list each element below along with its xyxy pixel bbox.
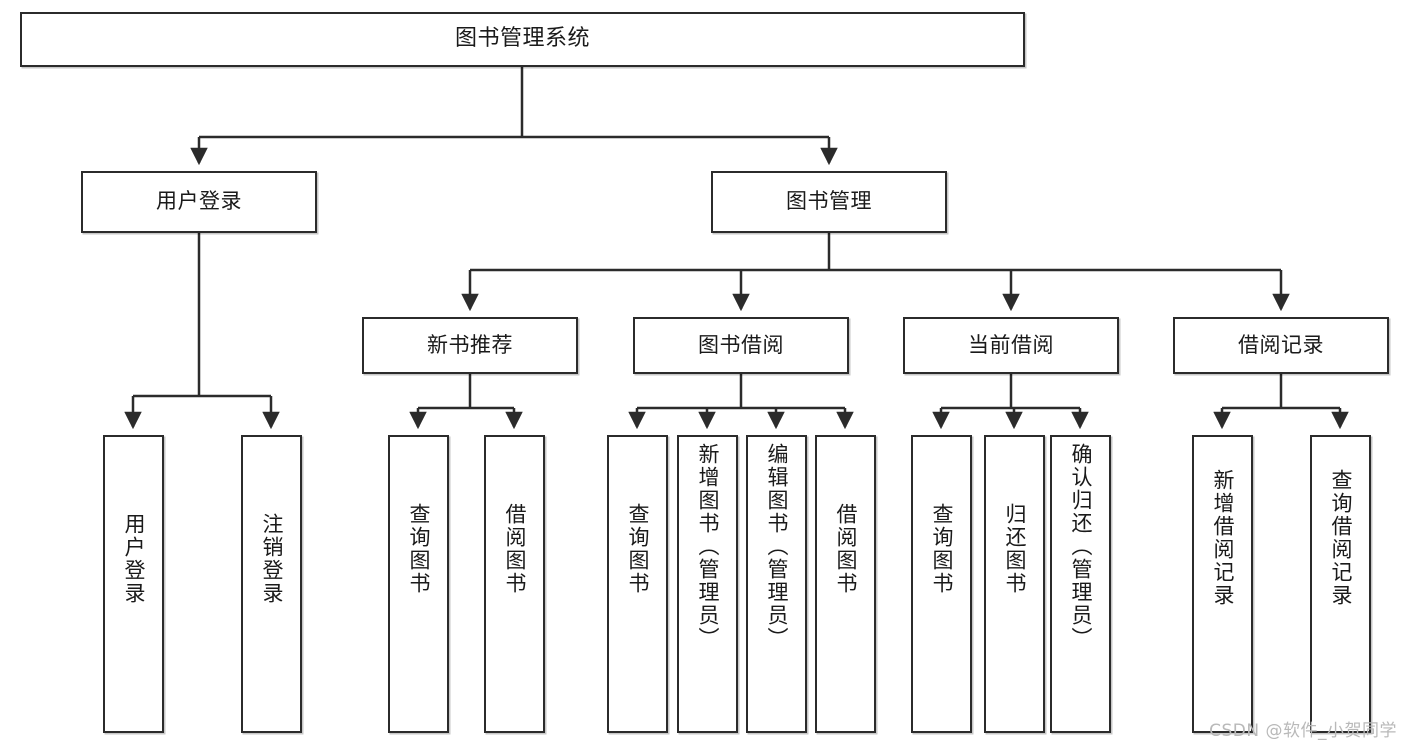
node-leaf-query-book-3[interactable]: 查询图书 [911, 435, 972, 733]
node-leaf-query-book-2-label: 查询图书 [626, 503, 650, 595]
node-leaf-add-record[interactable]: 新增借阅记录 [1192, 435, 1253, 733]
node-current-borrow[interactable]: 当前借阅 [903, 317, 1119, 374]
node-leaf-query-record[interactable]: 查询借阅记录 [1310, 435, 1371, 733]
node-leaf-add-book[interactable]: 新增图书（管理员） [677, 435, 738, 733]
node-leaf-confirm-return[interactable]: 确认归还（管理员） [1050, 435, 1111, 733]
node-leaf-borrow-book-2-label: 借阅图书 [834, 503, 858, 595]
node-leaf-query-book-3-label: 查询图书 [930, 503, 954, 595]
node-current-borrow-label: 当前借阅 [968, 332, 1054, 357]
node-leaf-return-book-label: 归还图书 [1003, 503, 1027, 595]
node-book-borrow-label: 图书借阅 [698, 332, 784, 357]
node-borrow-record-label: 借阅记录 [1238, 332, 1324, 357]
node-leaf-borrow-book-1-label: 借阅图书 [503, 503, 527, 595]
node-leaf-query-book-1-label: 查询图书 [407, 503, 431, 595]
node-book-manage[interactable]: 图书管理 [711, 171, 947, 233]
node-book-borrow[interactable]: 图书借阅 [633, 317, 849, 374]
node-user-login[interactable]: 用户登录 [81, 171, 317, 233]
node-user-login-label: 用户登录 [156, 189, 242, 214]
node-leaf-query-book-2[interactable]: 查询图书 [607, 435, 668, 733]
node-leaf-edit-book[interactable]: 编辑图书（管理员） [746, 435, 807, 733]
node-leaf-user-login-label: 用户登录 [122, 513, 146, 605]
node-leaf-confirm-return-label: 确认归还（管理员） [1069, 443, 1093, 650]
node-leaf-logout[interactable]: 注销登录 [241, 435, 302, 733]
node-leaf-user-login[interactable]: 用户登录 [103, 435, 164, 733]
node-leaf-edit-book-label: 编辑图书（管理员） [765, 443, 789, 650]
node-leaf-borrow-book-2[interactable]: 借阅图书 [815, 435, 876, 733]
node-root-label: 图书管理系统 [454, 26, 590, 52]
node-leaf-borrow-book-1[interactable]: 借阅图书 [484, 435, 545, 733]
node-leaf-add-book-label: 新增图书（管理员） [696, 443, 720, 650]
node-leaf-query-record-label: 查询借阅记录 [1329, 469, 1353, 607]
node-leaf-return-book[interactable]: 归还图书 [984, 435, 1045, 733]
node-root[interactable]: 图书管理系统 [20, 12, 1025, 67]
node-leaf-query-book-1[interactable]: 查询图书 [388, 435, 449, 733]
node-leaf-add-record-label: 新增借阅记录 [1211, 469, 1235, 607]
node-borrow-record[interactable]: 借阅记录 [1173, 317, 1389, 374]
node-new-book-rec[interactable]: 新书推荐 [362, 317, 578, 374]
node-leaf-logout-label: 注销登录 [260, 513, 284, 605]
node-book-manage-label: 图书管理 [786, 189, 872, 214]
node-new-book-rec-label: 新书推荐 [427, 332, 513, 357]
watermark: CSDN @软件_小贺同学 [1209, 721, 1397, 741]
